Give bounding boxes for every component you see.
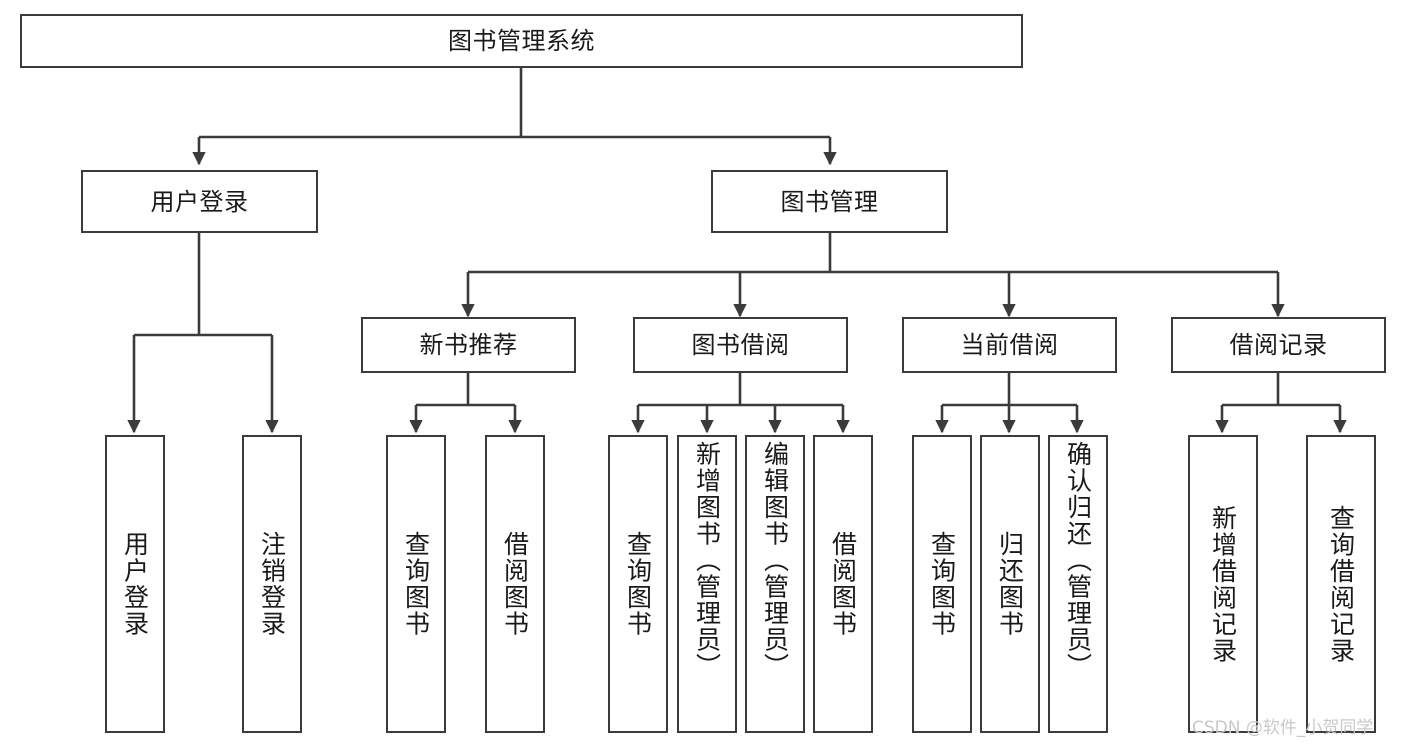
leaf-query-book-recommend[interactable]: 查询图书 — [386, 435, 446, 733]
node-book-management[interactable]: 图书管理 — [711, 170, 948, 233]
node-user-login[interactable]: 用户登录 — [81, 170, 318, 233]
leaf-add-book-admin[interactable]: 新增图书（管理员） — [677, 435, 737, 733]
leaf-user-login[interactable]: 用户登录 — [105, 435, 165, 733]
node-label: 查询图书 — [927, 531, 957, 637]
leaf-query-book-borrow[interactable]: 查询图书 — [608, 435, 668, 733]
node-label: 借阅图书 — [828, 531, 858, 637]
leaf-borrow-book[interactable]: 借阅图书 — [813, 435, 873, 733]
node-label: 新增借阅记录 — [1208, 504, 1238, 664]
node-label: 当前借阅 — [960, 331, 1059, 359]
node-label: 用户登录 — [120, 531, 150, 637]
node-label: 借阅记录 — [1229, 331, 1328, 359]
node-current-borrow[interactable]: 当前借阅 — [902, 317, 1117, 373]
node-new-book-recommend[interactable]: 新书推荐 — [361, 317, 576, 373]
node-label: 确认归还（管理员） — [1063, 441, 1093, 680]
node-label: 归还图书 — [995, 531, 1025, 637]
node-label: 查询图书 — [401, 531, 431, 637]
leaf-add-borrow-record[interactable]: 新增借阅记录 — [1188, 435, 1258, 733]
leaf-query-borrow-record[interactable]: 查询借阅记录 — [1306, 435, 1376, 733]
node-label: 图书管理系统 — [448, 27, 595, 55]
leaf-return-book[interactable]: 归还图书 — [980, 435, 1040, 733]
node-label: 新书推荐 — [419, 331, 518, 359]
node-label: 编辑图书（管理员） — [760, 441, 790, 680]
node-label: 查询借阅记录 — [1326, 504, 1356, 664]
leaf-user-logout[interactable]: 注销登录 — [242, 435, 302, 733]
leaf-borrow-book-recommend[interactable]: 借阅图书 — [485, 435, 545, 733]
leaf-confirm-return-admin[interactable]: 确认归还（管理员） — [1048, 435, 1108, 733]
node-label: 注销登录 — [257, 531, 287, 637]
leaf-edit-book-admin[interactable]: 编辑图书（管理员） — [745, 435, 805, 733]
node-book-borrow[interactable]: 图书借阅 — [633, 317, 848, 373]
node-borrow-records[interactable]: 借阅记录 — [1171, 317, 1386, 373]
node-root-system[interactable]: 图书管理系统 — [20, 14, 1023, 68]
node-label: 用户登录 — [150, 187, 249, 216]
node-label: 借阅图书 — [500, 531, 530, 637]
node-label: 新增图书（管理员） — [692, 441, 722, 680]
csdn-watermark: CSDN @软件_小贺同学 — [1192, 718, 1374, 738]
leaf-query-book-current[interactable]: 查询图书 — [912, 435, 972, 733]
node-label: 图书借阅 — [691, 331, 790, 359]
node-label: 查询图书 — [623, 531, 653, 637]
node-label: 图书管理 — [780, 187, 879, 216]
